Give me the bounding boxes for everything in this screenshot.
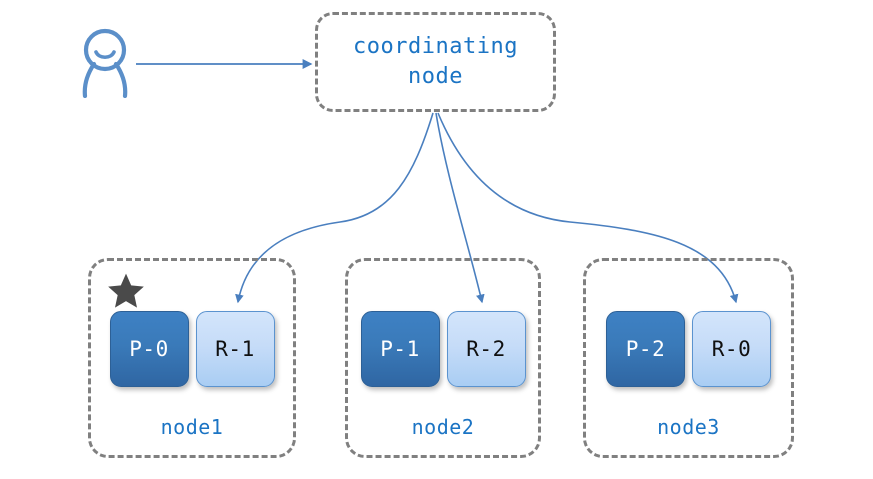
actor[interactable] [74, 26, 136, 99]
shard-r-2[interactable]: R-2 [446, 311, 526, 387]
node-group-node1[interactable]: P-0 R-1 node1 [88, 258, 296, 458]
shard-p-2[interactable]: P-2 [606, 311, 685, 387]
shard-p-0[interactable]: P-0 [109, 311, 189, 387]
node-label-node3: node3 [657, 415, 720, 439]
shard-r-1[interactable]: R-1 [195, 311, 275, 387]
shard-r-0[interactable]: R-0 [692, 311, 771, 387]
node-group-node3[interactable]: P-2 R-0 node3 [583, 258, 794, 458]
coordinating-node-label: coordinating node [353, 34, 518, 89]
node-label-node2: node2 [411, 415, 475, 439]
shard-p-1[interactable]: P-1 [360, 311, 440, 387]
shard-row-node2: P-1 R-2 [348, 311, 538, 387]
star-icon [108, 273, 144, 308]
node-label-node1: node1 [160, 415, 224, 439]
shard-row-node1: P-0 R-1 [91, 311, 293, 387]
coordinating-node-box[interactable]: coordinating node [315, 12, 556, 112]
shard-row-node3: P-2 R-0 [586, 311, 791, 387]
person-actor-icon [82, 28, 128, 99]
node-group-node2[interactable]: P-1 R-2 node2 [345, 258, 541, 458]
